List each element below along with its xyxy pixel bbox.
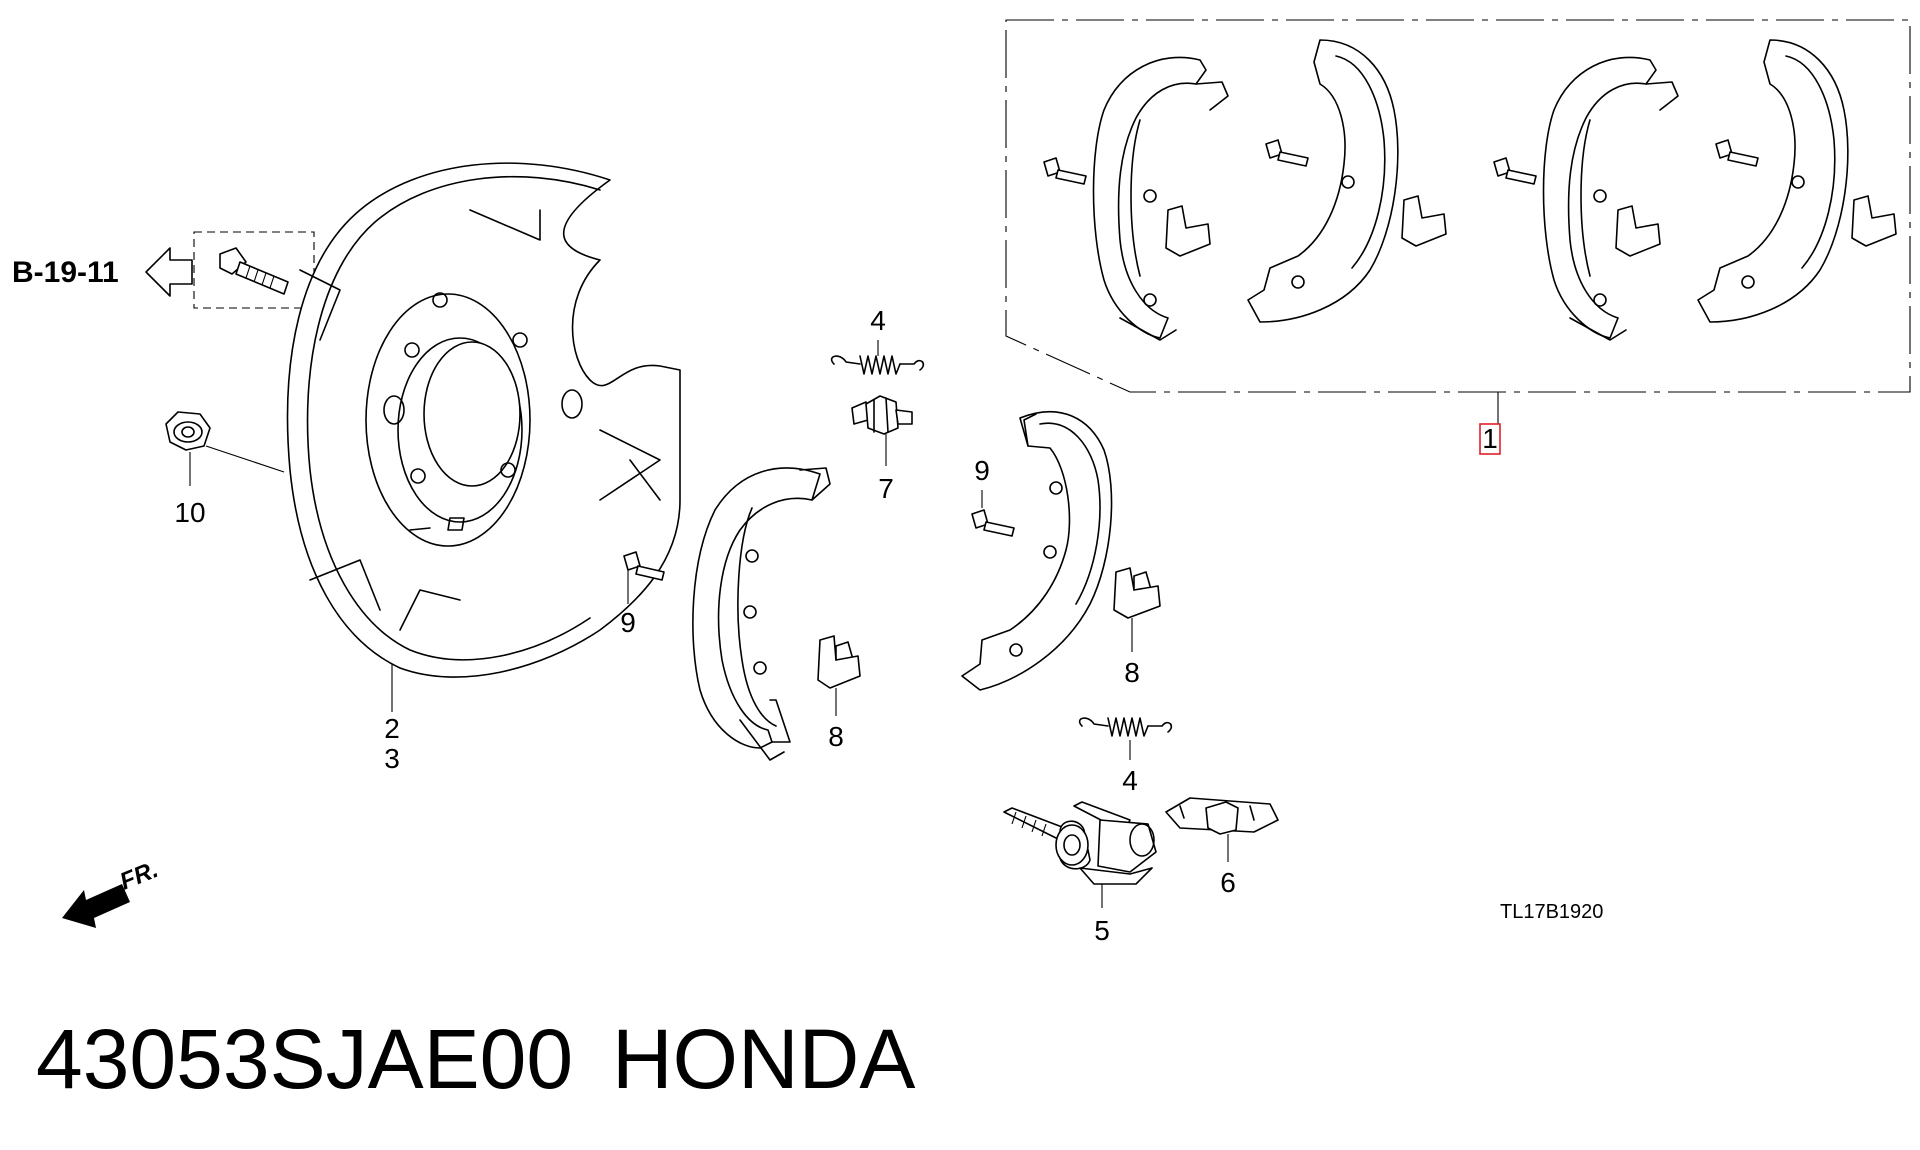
- callout-7: 7: [878, 473, 894, 504]
- part-number-caption: 43053SJAE00: [36, 1012, 573, 1106]
- reference-label[interactable]: B-19-11: [12, 256, 119, 289]
- hold-down-pin-icon: [1043, 157, 1087, 185]
- reference-arrow-icon: [145, 247, 193, 297]
- hold-down-pin-icon: [971, 509, 1015, 537]
- front-indicator: FR.: [116, 856, 162, 896]
- flange-nut-icon: [165, 411, 211, 451]
- retainer-clip-icon: [817, 635, 861, 689]
- shoe-set-group-2: [1493, 39, 1897, 341]
- retainer-clip-icon: [1165, 205, 1211, 257]
- callout-5: 5: [1094, 915, 1110, 946]
- brake-shoe-icon: [1247, 39, 1399, 323]
- callout-9a: 9: [620, 607, 636, 638]
- callout-1[interactable]: 1: [1482, 423, 1498, 454]
- callout-4b: 4: [1122, 765, 1138, 796]
- shoe-set-box: [1005, 19, 1911, 393]
- brake-shoe-icon: [1542, 56, 1679, 341]
- backing-plate-icon: [286, 162, 681, 678]
- adjuster-icon: [851, 395, 913, 435]
- callout-6: 6: [1220, 867, 1236, 898]
- flange-bolt-icon: [219, 247, 289, 295]
- callout-2: 2: [384, 713, 400, 744]
- callout-10: 10: [174, 497, 205, 528]
- hold-down-pin-icon: [1715, 139, 1759, 167]
- spring-upper-icon: [830, 355, 925, 375]
- callout-3: 3: [384, 743, 400, 774]
- retainer-clip-icon: [1615, 205, 1661, 257]
- retainer-clip-icon: [1113, 567, 1161, 619]
- hold-down-pin-icon: [1265, 139, 1309, 167]
- parking-brake-lever-icon: [1003, 801, 1157, 885]
- shoe-set-group-1: [1043, 39, 1447, 341]
- brake-shoe-icon: [1092, 56, 1229, 341]
- brake-shoe-icon: [1697, 39, 1849, 323]
- brake-shoe-left-icon: [692, 467, 831, 761]
- callout-8a: 8: [828, 721, 844, 752]
- callout-1-highlight: [1479, 423, 1501, 455]
- spring-lower-icon: [1078, 717, 1173, 737]
- brand-caption: HONDA: [612, 1012, 915, 1106]
- retainer-clip-icon: [1401, 195, 1447, 247]
- brake-shoe-right-icon: [961, 410, 1113, 691]
- callout-4a: 4: [870, 305, 886, 336]
- diagram-code: TL17B1920: [1500, 901, 1603, 923]
- retainer-clip-icon: [1851, 195, 1897, 247]
- front-direction-arrow-icon: [62, 884, 130, 928]
- callout-9b: 9: [974, 455, 990, 486]
- hold-down-pin-icon: [1493, 157, 1537, 185]
- cable-clip-icon: [1165, 797, 1279, 835]
- callout-8b: 8: [1124, 657, 1140, 688]
- bolt-reference-box: [193, 231, 315, 309]
- hold-down-pin-icon: [623, 551, 665, 581]
